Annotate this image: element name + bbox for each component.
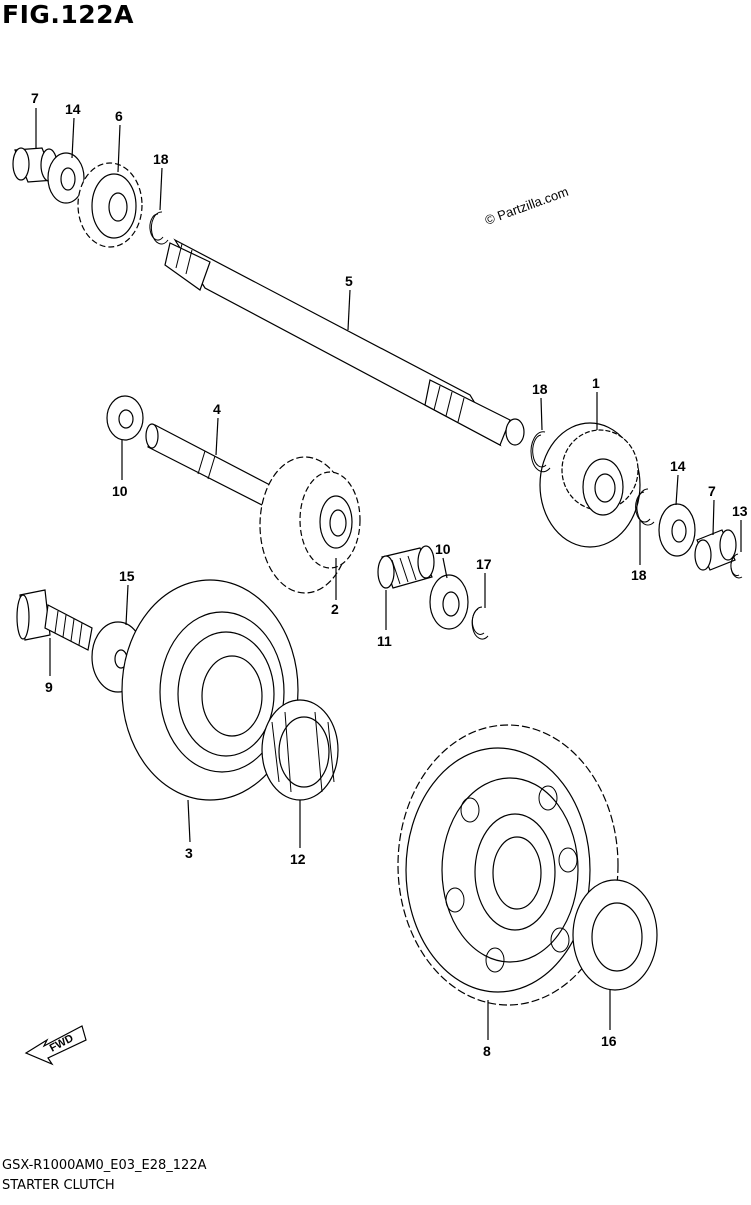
callout-4: 4: [213, 401, 221, 417]
figure-name: STARTER CLUTCH: [2, 1178, 115, 1193]
part-4-pin: [145, 423, 271, 506]
callout-10-upper: 10: [112, 483, 128, 499]
part-3-starter-clutch: [121, 579, 299, 801]
callout-13: 13: [732, 503, 748, 519]
callout-7-left: 7: [31, 90, 39, 106]
leader-lines: [35, 108, 742, 1040]
part-18-circlip-mid: [530, 431, 551, 473]
callout-6: 6: [115, 108, 123, 124]
callout-14-right: 14: [670, 458, 686, 474]
part-18-circlip-upper: [149, 211, 169, 245]
callout-18-upper: 18: [153, 151, 169, 167]
drawing-code: GSX-R1000AM0_E03_E28_122A: [2, 1158, 207, 1173]
callout-10-lower: 10: [435, 541, 451, 557]
part-18-circlip-lower: [635, 488, 655, 526]
part-5-shaft: [164, 238, 525, 447]
callout-18-lower: 18: [631, 567, 647, 583]
callout-9: 9: [45, 679, 53, 695]
callout-1: 1: [592, 375, 600, 391]
part-10-washer-lower: [429, 574, 469, 630]
callout-16: 16: [601, 1033, 617, 1049]
callout-11: 11: [377, 633, 392, 649]
callout-3: 3: [185, 845, 193, 861]
part-10-washer-upper: [106, 395, 144, 441]
fwd-arrow-icon: FWD: [24, 1025, 87, 1066]
part-12-needle-bearing: [261, 699, 339, 801]
part-13-clip: [730, 553, 743, 579]
part-7-collar-right: [694, 529, 737, 571]
callout-5: 5: [345, 273, 353, 289]
part-9-bolt: [16, 589, 93, 651]
callout-12: 12: [290, 851, 306, 867]
callout-18-mid: 18: [532, 381, 548, 397]
watermark: © Partzilla.com: [483, 184, 570, 228]
callout-numbers: 7 14 6 18 5 1 18 4 10 14 7 13 18 10 17 2…: [31, 90, 748, 1059]
callout-15: 15: [119, 568, 135, 584]
part-17-circlip: [471, 606, 489, 640]
part-6-small-gear: [77, 162, 143, 248]
part-2-gear: [259, 456, 361, 594]
callout-17: 17: [476, 556, 492, 572]
callout-8: 8: [483, 1043, 491, 1059]
part-16-washer: [572, 879, 658, 991]
callout-2: 2: [331, 601, 339, 617]
part-1-gear: [539, 422, 641, 548]
callout-7-right: 7: [708, 483, 716, 499]
part-14-washer-right: [658, 503, 696, 557]
part-14-washer-left: [47, 152, 85, 204]
callout-14-left: 14: [65, 101, 81, 117]
part-8-driven-gear: [397, 724, 619, 1006]
figure-title: FIG.122A: [2, 0, 134, 29]
part-11-needle-bearing: [377, 545, 435, 589]
